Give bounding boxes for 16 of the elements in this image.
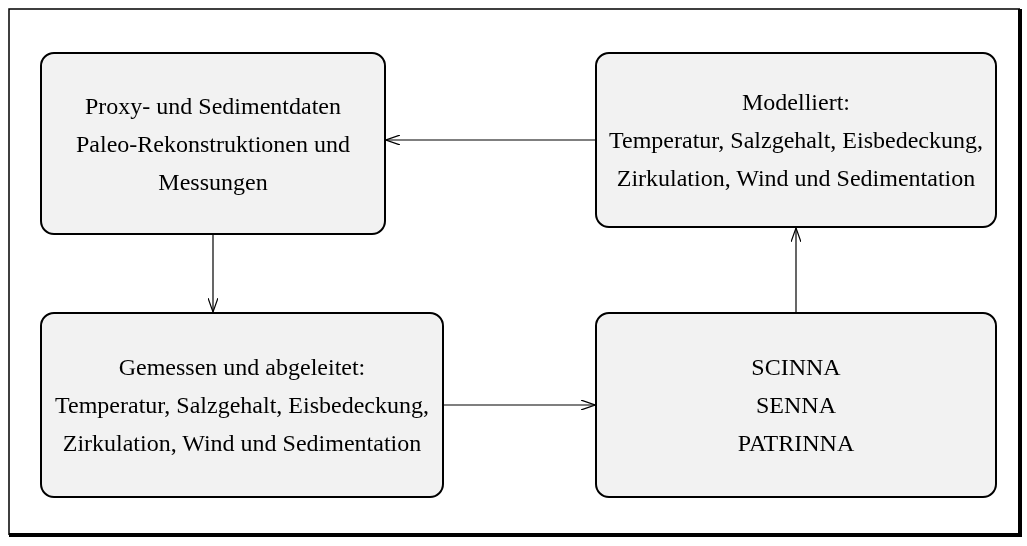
rounded-box [40, 312, 444, 498]
box-text: Temperatur, Salzgehalt, Eisbedeckung, Zirkulation, Wind und Sedimentation [608, 126, 984, 193]
arrow [443, 399, 596, 411]
rounded-box [595, 312, 997, 498]
arrow [790, 227, 802, 313]
rounded-box [595, 52, 997, 228]
box-heading: Modelliert: [742, 88, 850, 117]
box-text: PATRINNA [737, 429, 855, 458]
arrow [207, 234, 219, 313]
box-text: Temperatur, Salzgehalt, Eisbedeckung, Zirkulation, Wind und Sedimentation [54, 391, 430, 458]
box-text: SENNA [756, 391, 836, 420]
box-text: SCINNA [751, 353, 841, 382]
rounded-box [40, 52, 386, 235]
box-heading: Gemessen und abgeleitet: [118, 353, 366, 382]
arrow [385, 134, 596, 146]
box-text: Proxy- und Sedimentdaten Paleo-Rekonstruktionen und Messungen [75, 91, 351, 197]
